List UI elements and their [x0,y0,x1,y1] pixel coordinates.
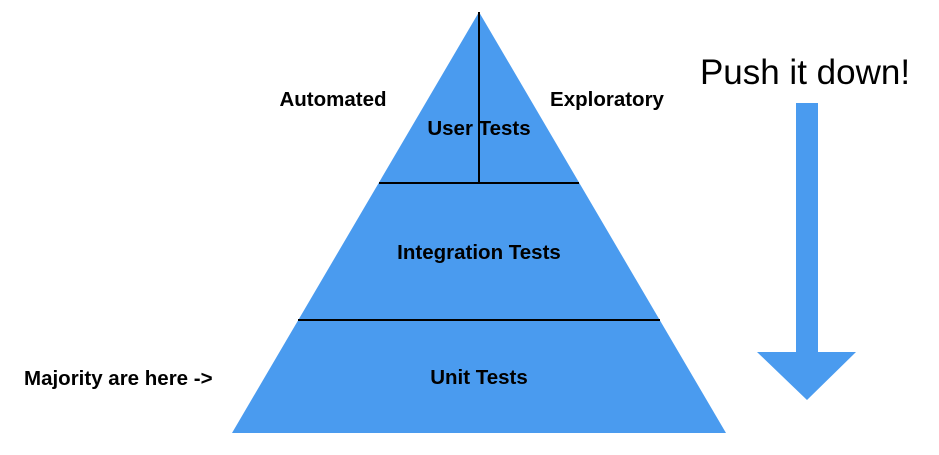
down-arrow-icon [757,103,856,400]
unit-tests-label: Unit Tests [430,366,528,389]
exploratory-label: Exploratory [550,88,665,111]
push-it-down-label: Push it down! [700,53,910,92]
automated-label: Automated [279,88,386,111]
pyramid-shape [232,12,726,433]
integration-tests-label: Integration Tests [397,241,561,264]
user-tests-label: User Tests [427,117,530,140]
majority-label: Majority are here -> [24,367,213,390]
